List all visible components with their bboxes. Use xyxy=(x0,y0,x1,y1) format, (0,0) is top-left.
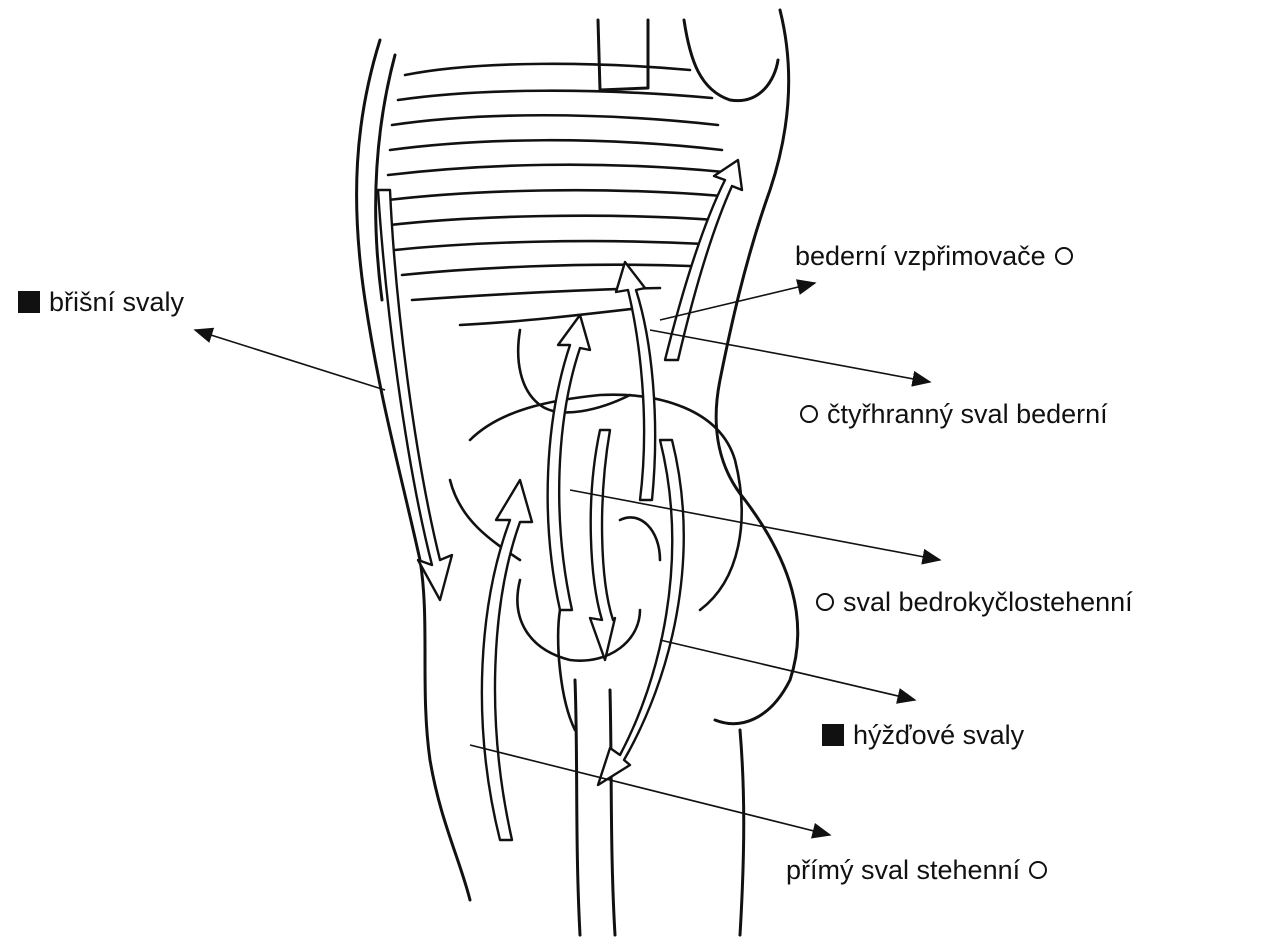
label-text: sval bedrokyčlostehenní xyxy=(843,586,1133,618)
filled-square-icon xyxy=(822,724,844,746)
leader-bedrokyclo xyxy=(570,490,940,560)
filled-square-icon xyxy=(18,291,40,313)
label-text: břišní svaly xyxy=(49,286,184,318)
open-circle-icon xyxy=(1029,861,1047,879)
force-arrows xyxy=(378,160,742,840)
leader-primy xyxy=(470,745,830,835)
open-circle-icon xyxy=(800,405,818,423)
label-bedrokyclostehenni: sval bedrokyčlostehenní xyxy=(816,586,1133,618)
label-text: bederní vzpřimovače xyxy=(795,240,1046,272)
open-circle-icon xyxy=(816,593,834,611)
label-bedrni-vzprimovace: bederní vzpřimovače xyxy=(795,240,1073,272)
leader-hyzdove xyxy=(660,640,915,700)
leader-ctyrhranny xyxy=(650,330,930,382)
rib-cage xyxy=(388,64,724,325)
leader-brisni xyxy=(195,330,385,390)
label-primy-sval-stehenni: přímý sval stehenní xyxy=(786,854,1047,886)
open-circle-icon xyxy=(1055,247,1073,265)
label-text: čtyřhranný sval bederní xyxy=(827,398,1108,430)
label-text: přímý sval stehenní xyxy=(786,854,1020,886)
label-ctyrhranny-sval: čtyřhranný sval bederní xyxy=(800,398,1108,430)
label-brisni-svaly: břišní svaly xyxy=(18,286,184,318)
label-text: hýžďové svaly xyxy=(853,719,1024,751)
label-hyzdove-svaly: hýžďové svaly xyxy=(822,719,1024,751)
